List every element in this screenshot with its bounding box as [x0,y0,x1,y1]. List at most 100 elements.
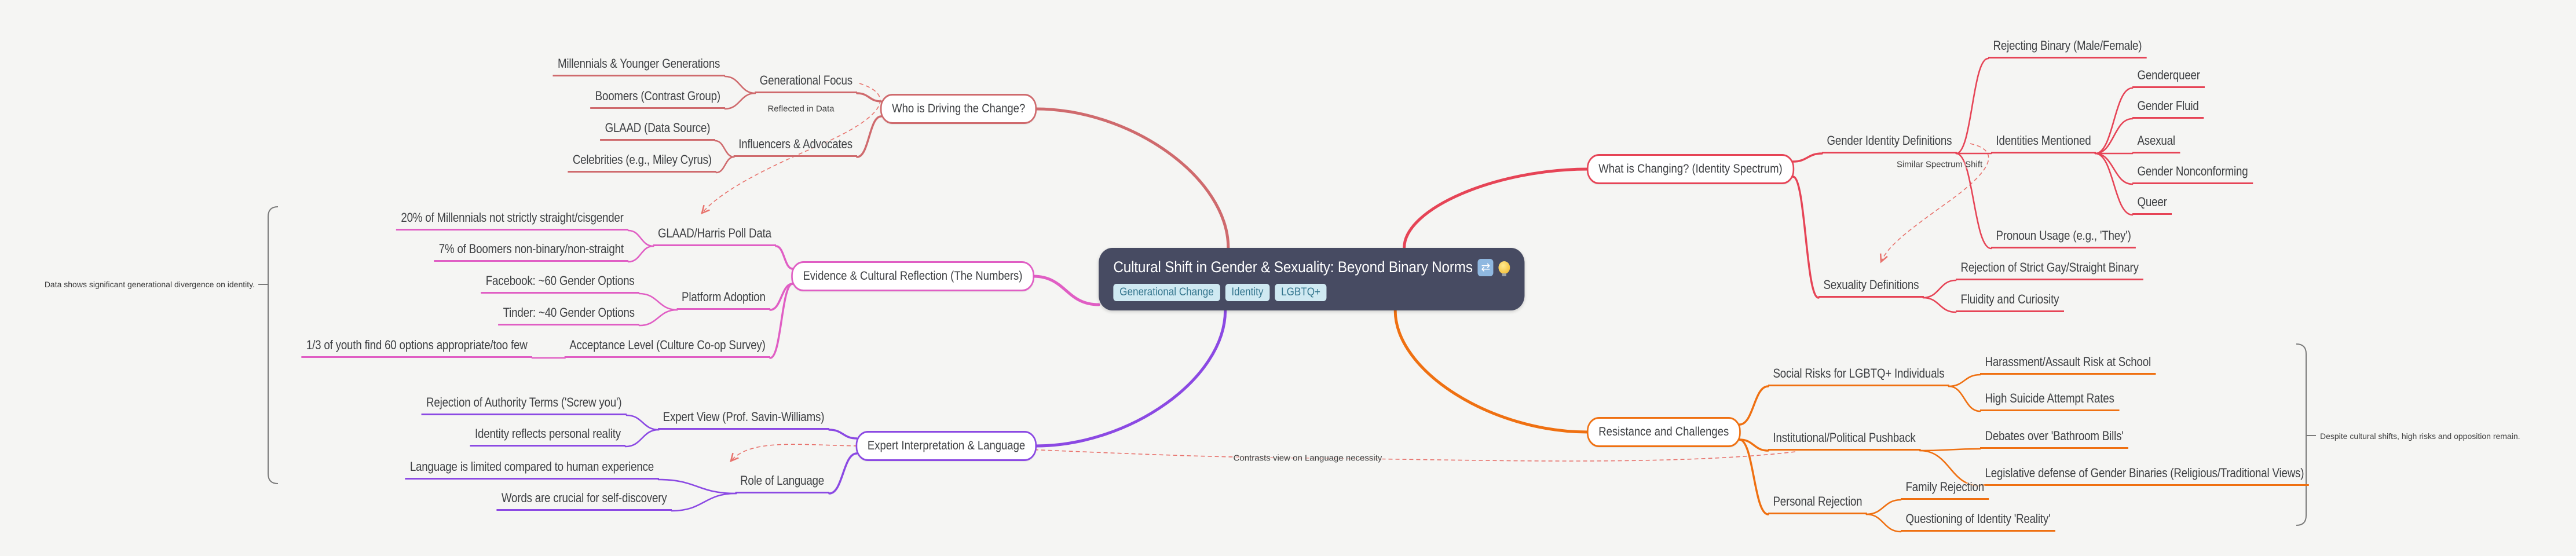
node-gender-identity-defs[interactable]: Gender Identity Definitions [1822,133,1957,153]
right-annotation: Despite cultural shifts, high risks and … [2320,431,2520,441]
branch-link [1403,167,1590,250]
node-queer[interactable]: Queer [2132,194,2172,215]
branch-link [1031,275,1100,306]
branch-resistance[interactable]: Resistance and Challenges [1587,417,1741,447]
branch-link [1919,449,1981,487]
branch-evidence[interactable]: Evidence & Cultural Reflection (The Numb… [791,261,1034,291]
node-sexuality-defs[interactable]: Sexuality Definitions [1818,277,1924,298]
node-pronoun-usage[interactable]: Pronoun Usage (e.g., 'They') [1991,228,2136,248]
branch-link [2094,118,2134,155]
crosslink-label-similar: Similar Spectrum Shift [1896,159,1983,170]
branch-link [1792,175,1820,299]
lightbulb-icon [1498,261,1510,276]
branch-link [724,75,756,94]
branch-link [714,140,735,158]
node-fluidity[interactable]: Fluidity and Curiosity [1956,291,2064,312]
root-tags: Generational Change Identity LGBTQ+ [1113,284,1510,301]
node-rejecting-binary[interactable]: Rejecting Binary (Male/Female) [1988,38,2147,58]
node-family-rejection[interactable]: Family Rejection [1901,479,1989,500]
branch-link [1792,152,1823,163]
branch-link [2094,152,2134,185]
branch-link [1738,385,1769,426]
branch-link [1034,107,1230,250]
branch-link [2094,87,2134,155]
root-title-text: Cultural Shift in Gender & Sexuality: Be… [1113,258,1473,276]
node-glaad-source[interactable]: GLAAD (Data Source) [600,120,715,141]
node-stat-7[interactable]: 7% of Boomers non-binary/non-straight [433,241,628,262]
node-acceptance[interactable]: Acceptance Level (Culture Co-op Survey) [564,337,770,358]
left-group-bracket [258,206,279,484]
node-rejection-strict[interactable]: Rejection of Strict Gay/Straight Binary [1956,259,2144,280]
node-asexual[interactable]: Asexual [2132,133,2180,153]
node-legislative[interactable]: Legislative defense of Gender Binaries (… [1980,465,2309,486]
branch-link [769,283,794,359]
crosslink-reflected-in-data [701,83,881,215]
branch-link [1034,309,1227,448]
node-genderqueer[interactable]: Genderqueer [2132,67,2205,88]
root-topic[interactable]: Cultural Shift in Gender & Sexuality: Be… [1099,248,1525,310]
node-glaad-harris[interactable]: GLAAD/Harris Poll Data [653,225,776,246]
node-gender-fluid[interactable]: Gender Fluid [2132,98,2204,119]
refresh-icon: ⇄ [1477,258,1494,276]
branch-link [1922,279,1957,299]
crosslink-similar-spectrum [1879,143,1989,264]
branch-what[interactable]: What is Changing? (Identity Spectrum) [1587,154,1794,184]
node-one-third[interactable]: 1/3 of youth find 60 options appropriate… [301,337,532,358]
branch-link [1922,297,1957,313]
node-rejection-authority[interactable]: Rejection of Authority Terms ('Screw you… [421,394,627,415]
branch-link [624,429,660,448]
tag-identity[interactable]: Identity [1225,284,1270,301]
node-identities-mentioned[interactable]: Identities Mentioned [1991,133,2096,153]
branch-link [1393,309,1590,434]
node-suicide[interactable]: High Suicide Attempt Rates [1980,390,2120,411]
branch-link [638,309,678,327]
node-stat-20[interactable]: 20% of Millennials not strictly straight… [396,210,628,231]
crosslink-label-reflected: Reflected in Data [767,104,835,114]
tag-generational-change[interactable]: Generational Change [1113,284,1220,301]
node-expert-view[interactable]: Expert View (Prof. Savin-Williams) [658,409,829,430]
left-annotation: Data shows significant generational dive… [44,280,255,289]
branch-link [856,115,883,158]
branch-link [638,292,678,311]
node-harassment[interactable]: Harassment/Assault Risk at School [1980,354,2156,375]
branch-link [1738,438,1769,452]
node-role-language[interactable]: Role of Language [736,473,829,493]
branch-who[interactable]: Who is Driving the Change? [880,94,1037,124]
branch-link [1955,152,1992,250]
node-identity-reality[interactable]: Identity reflects personal reality [470,426,625,447]
branch-link [2094,152,2134,216]
node-bathroom-bills[interactable]: Debates over 'Bathroom Bills' [1980,428,2129,449]
node-social-risks[interactable]: Social Risks for LGBTQ+ Individuals [1768,365,1949,386]
node-tinder[interactable]: Tinder: ~40 Gender Options [497,305,639,325]
node-facebook[interactable]: Facebook: ~60 Gender Options [481,273,639,294]
root-title: Cultural Shift in Gender & Sexuality: Be… [1113,258,1510,276]
branch-link [671,492,737,512]
branch-link [828,452,858,495]
node-boomers[interactable]: Boomers (Contrast Group) [590,88,725,109]
branch-link [1948,374,1981,387]
branch-link [1865,499,1902,515]
branch-expert[interactable]: Expert Interpretation & Language [855,431,1037,461]
branch-link [775,245,794,270]
node-language-limited[interactable]: Language is limited compared to human ex… [404,459,658,480]
branch-link [657,478,737,495]
right-group-bracket [2296,343,2316,526]
tag-lgbtq[interactable]: LGBTQ+ [1275,284,1327,301]
node-generational-focus[interactable]: Generational Focus [754,72,857,93]
node-personal-rejection[interactable]: Personal Rejection [1768,493,1867,514]
node-inst-pushback[interactable]: Institutional/Political Pushback [1768,430,1921,451]
branch-link [1955,57,1989,155]
node-platform-adoption[interactable]: Platform Adoption [676,289,770,310]
node-influencers[interactable]: Influencers & Advocates [733,136,857,157]
node-questioning[interactable]: Questioning of Identity 'Reality' [1901,511,2055,532]
branch-link [1948,385,1981,412]
node-celebrities[interactable]: Celebrities (e.g., Miley Cyrus) [568,152,716,173]
node-millennials[interactable]: Millennials & Younger Generations [552,56,725,76]
branch-link [828,429,858,440]
crosslink-label-contrasts: Contrasts view on Language necessity [1233,453,1382,463]
node-gender-nonconforming[interactable]: Gender Nonconforming [2132,163,2253,184]
branch-link [1865,513,1902,533]
node-words-crucial[interactable]: Words are crucial for self-discovery [496,490,672,511]
